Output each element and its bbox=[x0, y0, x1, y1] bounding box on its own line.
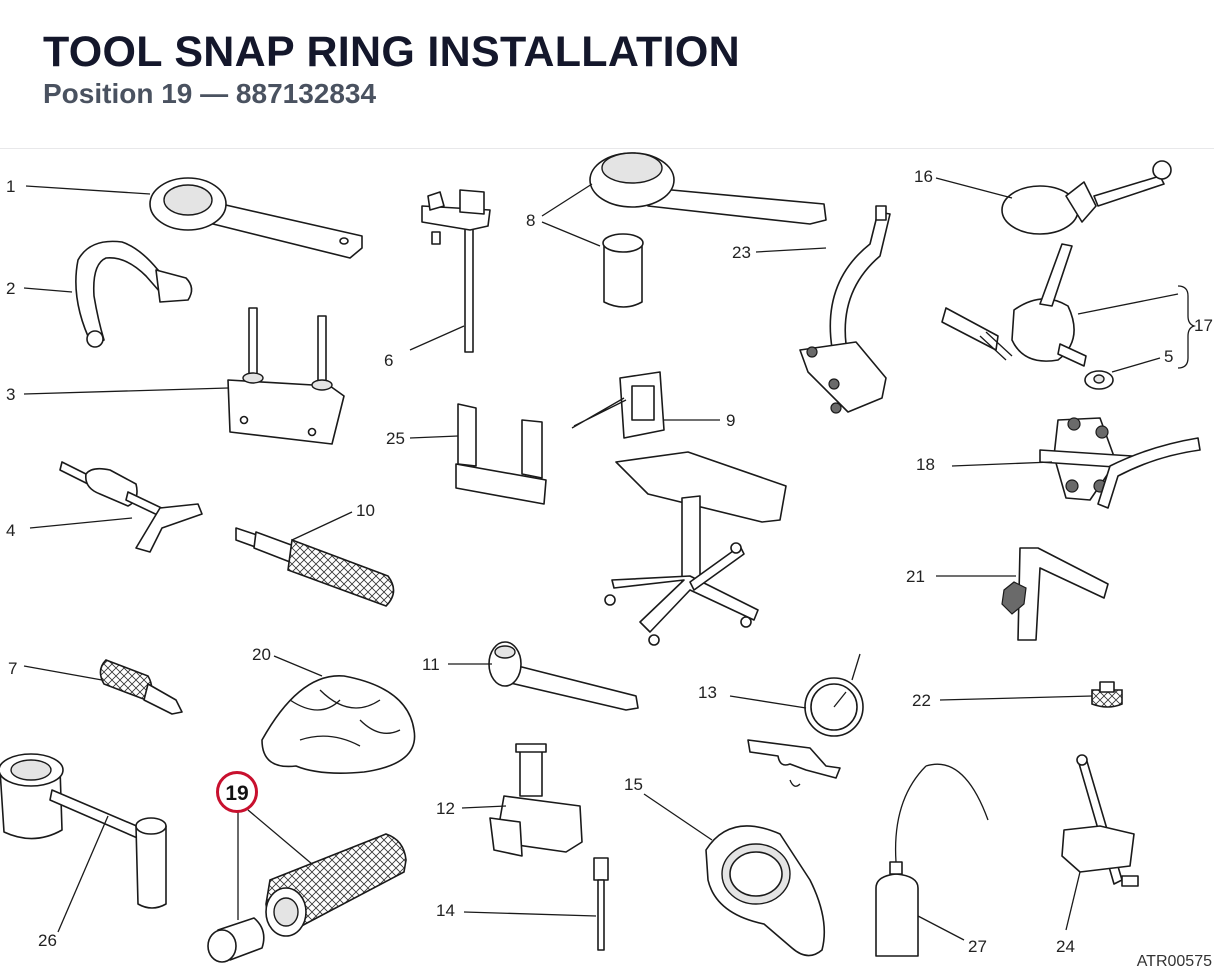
tool-4-t-handle bbox=[59, 461, 203, 553]
callout-17: 17 bbox=[1194, 316, 1213, 335]
callout-15: 15 bbox=[624, 775, 643, 794]
leader-lines bbox=[23, 177, 1197, 941]
highlight-callout-19: 19 bbox=[216, 771, 258, 813]
tool-7-knurled-pin bbox=[99, 659, 183, 715]
callout-18: 18 bbox=[916, 455, 935, 474]
tool-3-stud-plate bbox=[227, 307, 345, 445]
tool-25-u-frame bbox=[455, 403, 547, 505]
callout-24: 24 bbox=[1056, 937, 1075, 956]
callout-1: 1 bbox=[6, 177, 15, 196]
tool-10-knurled-handle bbox=[235, 527, 395, 607]
tool-14-long-pin bbox=[593, 857, 609, 951]
callout-27: 27 bbox=[968, 937, 987, 956]
callout-14: 14 bbox=[436, 901, 455, 920]
document-reference: ATR00575 bbox=[1136, 953, 1212, 970]
tool-26-socket-handle bbox=[0, 753, 167, 909]
tool-16-strap-wrench bbox=[1001, 160, 1172, 235]
page-subtitle: Position 19 — 887132834 bbox=[43, 78, 377, 109]
callout-12: 12 bbox=[436, 799, 455, 818]
callout-21: 21 bbox=[906, 567, 925, 586]
tool-27-bottle bbox=[875, 763, 989, 957]
callout-5: 5 bbox=[1164, 347, 1173, 366]
callout-8: 8 bbox=[526, 211, 535, 230]
callout-7: 7 bbox=[8, 659, 17, 678]
tool-1-spanner bbox=[149, 177, 363, 259]
tool-11-wrench bbox=[488, 641, 639, 711]
tool-17-lever-tool bbox=[941, 243, 1087, 367]
tool-9-engine-stand bbox=[571, 371, 787, 646]
callout-13: 13 bbox=[698, 683, 717, 702]
tool-23-arc-frame bbox=[799, 205, 891, 414]
callout-23: 23 bbox=[732, 243, 751, 262]
callout-9: 9 bbox=[726, 411, 735, 430]
tool-24-post-clamp bbox=[1061, 754, 1139, 887]
tool-18-flange-tool bbox=[1039, 417, 1201, 509]
tool-22-nut bbox=[1091, 681, 1123, 708]
tool-8-ring-nut-spanner bbox=[589, 152, 827, 308]
tool-12-puller bbox=[489, 743, 583, 857]
tool-20-cover bbox=[261, 675, 416, 774]
tool-15-toothed-ring bbox=[705, 825, 826, 957]
tool-6-rod-wingnut bbox=[421, 189, 491, 353]
header: TOOL SNAP RING INSTALLATION Position 19 … bbox=[0, 0, 1214, 149]
page-title: TOOL SNAP RING INSTALLATION bbox=[43, 28, 740, 76]
highlight-number: 19 bbox=[225, 782, 248, 805]
tool-5-disc-tool bbox=[1084, 370, 1114, 390]
tool-21-bracket bbox=[1001, 547, 1109, 641]
highlight-ring bbox=[216, 771, 258, 813]
callout-4: 4 bbox=[6, 521, 15, 540]
callout-3: 3 bbox=[6, 385, 15, 404]
callout-6: 6 bbox=[384, 351, 393, 370]
tool-13-dial-gauge bbox=[747, 653, 864, 787]
callout-11: 11 bbox=[422, 655, 440, 674]
callout-16: 16 bbox=[914, 167, 933, 186]
tool-2-hook bbox=[75, 240, 193, 348]
callout-2: 2 bbox=[6, 279, 15, 298]
callout-numbers: 1 2 3 4 5 6 7 8 9 10 11 12 13 14 15 16 1… bbox=[6, 167, 1213, 956]
callout-22: 22 bbox=[912, 691, 931, 710]
callout-10: 10 bbox=[356, 501, 375, 520]
callout-26: 26 bbox=[38, 931, 57, 950]
callout-20: 20 bbox=[252, 645, 271, 664]
tool-19-snap-ring-tool bbox=[207, 833, 407, 963]
callout-25: 25 bbox=[386, 429, 405, 448]
